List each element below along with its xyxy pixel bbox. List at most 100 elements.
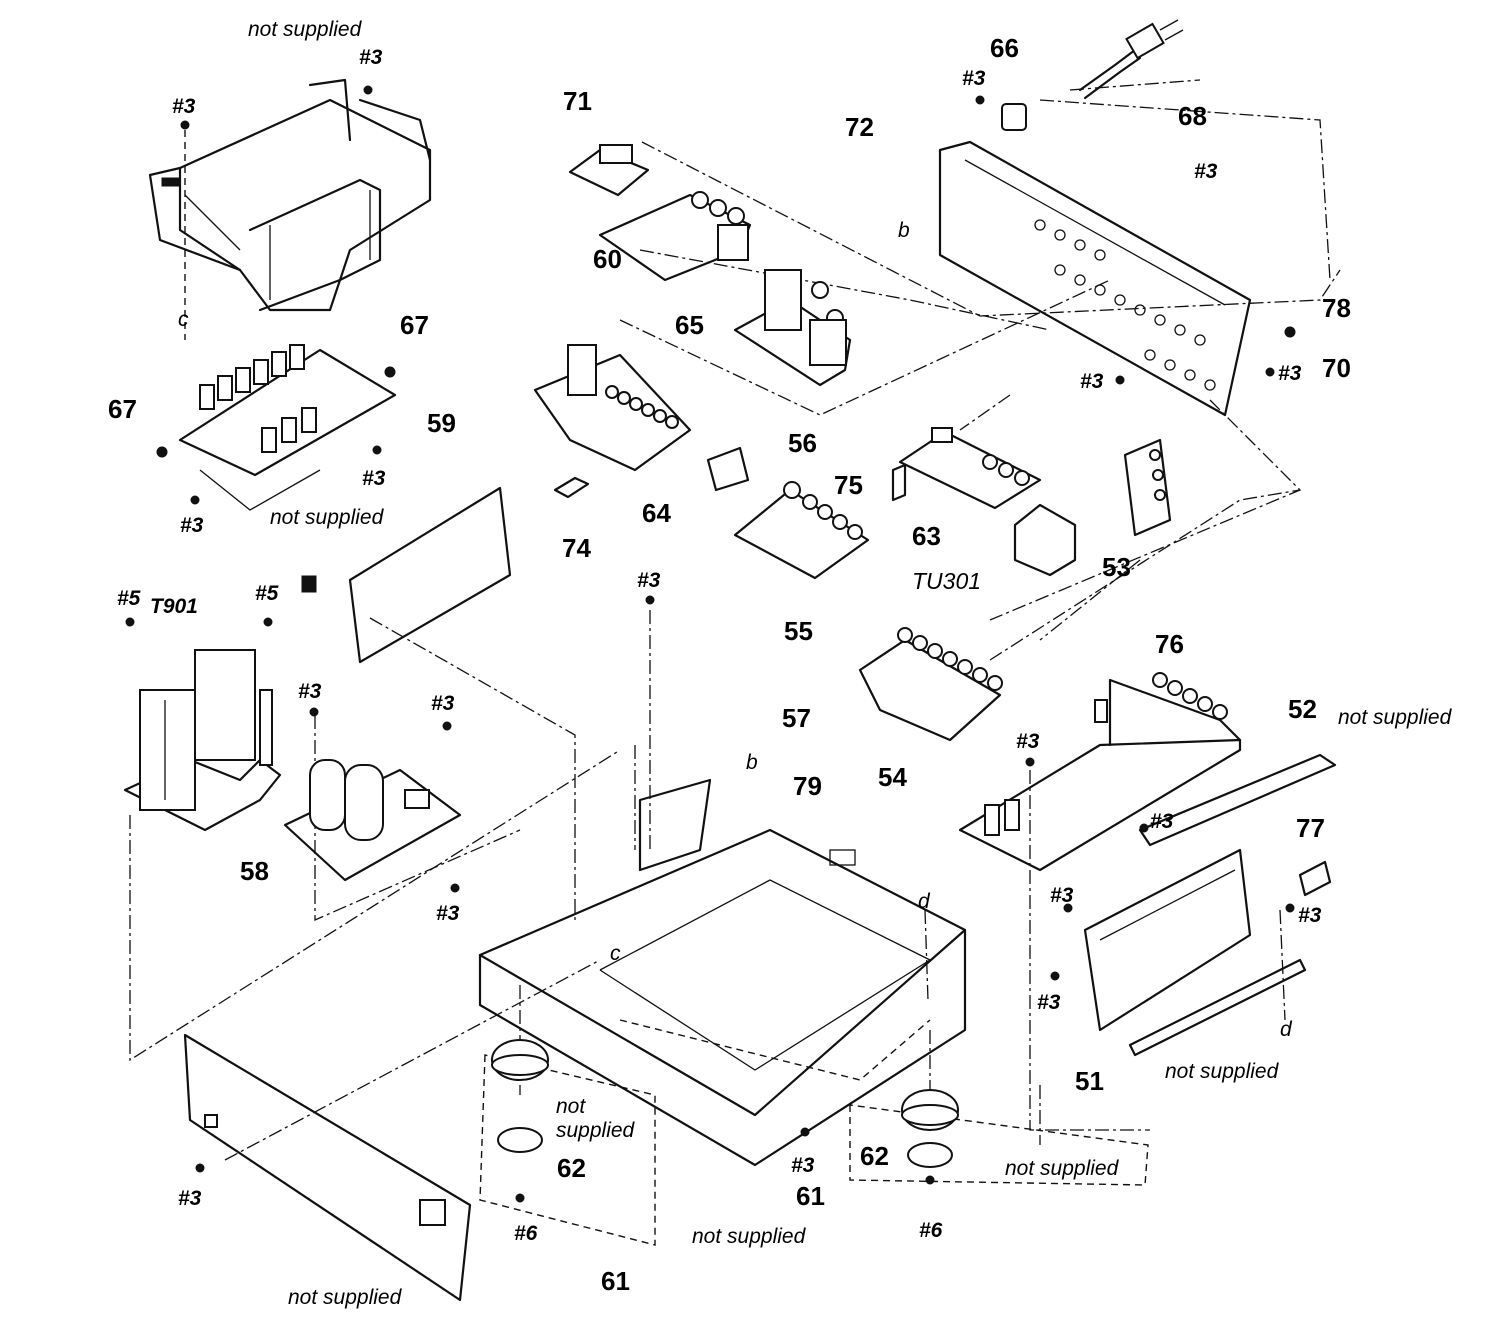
board-65: [733, 269, 852, 387]
part-label-57: 57: [782, 703, 811, 733]
note-not-supplied: not supplied: [288, 1286, 403, 1309]
screw-label-3: #3: [1150, 810, 1174, 833]
component-label-t901: T901: [150, 595, 198, 618]
part-label-58: 58: [240, 856, 269, 886]
leader-lines: [129, 79, 1341, 1161]
tuner-tu301: [1013, 503, 1077, 577]
note-not-supplied: not supplied: [692, 1225, 807, 1248]
text-labels: not supplied not supplied not supplied n…: [108, 18, 1453, 1309]
connector-75: [891, 463, 907, 502]
part-label-79: 79: [793, 771, 822, 801]
ref-mark-d: d: [1280, 1018, 1293, 1041]
part-label-67: 67: [108, 394, 137, 424]
ref-mark-d: d: [918, 890, 931, 913]
screw-label-3: #3: [172, 95, 196, 118]
board-64: [533, 344, 692, 472]
connector-74: [553, 476, 590, 499]
screw-label-3: #3: [436, 902, 460, 925]
heat-sink-assembly: [148, 78, 432, 340]
transformer-t901: [123, 649, 282, 832]
screw-label-6: #6: [514, 1222, 538, 1245]
note-not-supplied: not supplied: [1005, 1157, 1120, 1180]
screw-label-3: #3: [1278, 362, 1302, 385]
rail-not-supplied: [1138, 753, 1337, 847]
board-59: [178, 344, 397, 511]
part-label-64: 64: [642, 498, 671, 528]
screw-label-3: #3: [178, 1187, 202, 1210]
screw-label-3: #3: [1080, 370, 1104, 393]
screw-label-3: #3: [1037, 991, 1061, 1014]
board-55: [733, 481, 870, 580]
note-not-supplied-split: supplied: [556, 1119, 636, 1142]
note-not-supplied: not supplied: [270, 506, 385, 529]
screw-label-3: #3: [1298, 904, 1322, 927]
foot-assembly-right: [849, 1089, 1149, 1186]
cord-bushing-66: [1001, 103, 1027, 131]
part-label-70: 70: [1322, 353, 1351, 383]
screws: [125, 85, 1296, 1203]
note-not-supplied: not supplied: [1338, 706, 1453, 729]
screw-label-3: #3: [962, 67, 986, 90]
part-label-52: 52: [1288, 694, 1317, 724]
front-panel-not-supplied: [183, 1033, 472, 1302]
part-label-54: 54: [878, 762, 907, 792]
board-53: [1123, 438, 1172, 537]
note-not-supplied: not supplied: [248, 18, 363, 41]
part-label-61: 61: [796, 1181, 825, 1211]
screw-label-5: #5: [255, 582, 279, 605]
board-71: [568, 144, 650, 197]
part-label-61: 61: [601, 1266, 630, 1296]
part-label-75: 75: [834, 470, 863, 500]
note-not-supplied-split: not: [556, 1095, 586, 1118]
part-label-68: 68: [1178, 101, 1207, 131]
panel-not-supplied-upper: [301, 486, 512, 664]
ref-mark-c: c: [610, 942, 621, 965]
part-label-74: 74: [562, 533, 591, 563]
part-label-71: 71: [563, 86, 592, 116]
label-77: [1298, 860, 1332, 897]
board-54: [858, 627, 1003, 742]
screw-label-5: #5: [117, 587, 141, 610]
foot-assembly-left: [479, 1039, 656, 1246]
part-label-55: 55: [784, 616, 813, 646]
part-label-76: 76: [1155, 629, 1184, 659]
ref-mark-b: b: [898, 219, 910, 242]
screw-label-3: #3: [1050, 884, 1074, 907]
ref-mark-c: c: [178, 308, 189, 331]
board-60: [598, 191, 752, 282]
component-label-tu301: TU301: [912, 568, 981, 594]
board-52: [958, 672, 1242, 872]
screw-label-3: #3: [1016, 730, 1040, 753]
rear-panel-72: [938, 140, 1252, 417]
part-label-77: 77: [1296, 813, 1325, 843]
rear-panel-jacks: [1034, 219, 1216, 391]
screw-label-6: #6: [919, 1219, 943, 1242]
screw-label-3: #3: [298, 680, 322, 703]
part-label-60: 60: [593, 244, 622, 274]
screw-label-3: #3: [359, 46, 383, 69]
board-56: [706, 446, 750, 492]
ref-mark-b: b: [746, 751, 758, 774]
screw-label-3: #3: [791, 1154, 815, 1177]
screw-label-3: #3: [431, 692, 455, 715]
chassis-not-supplied: [478, 778, 967, 1167]
screw-label-3: #3: [637, 569, 661, 592]
part-label-78: 78: [1322, 293, 1351, 323]
screw-label-3: #3: [1194, 160, 1218, 183]
part-label-72: 72: [845, 112, 874, 142]
board-63: [898, 427, 1042, 510]
power-cord-68: [1078, 19, 1184, 100]
part-label-66: 66: [990, 33, 1019, 63]
screw-label-3: #3: [362, 467, 386, 490]
part-label-62: 62: [557, 1153, 586, 1183]
part-label-56: 56: [788, 428, 817, 458]
part-label-65: 65: [675, 310, 704, 340]
board-51: [1083, 848, 1252, 1032]
note-not-supplied: not supplied: [1165, 1060, 1280, 1083]
part-label-53: 53: [1102, 552, 1131, 582]
part-label-59: 59: [427, 408, 456, 438]
part-label-51: 51: [1075, 1066, 1104, 1096]
part-label-62: 62: [860, 1141, 889, 1171]
bracket-not-supplied-right: [1128, 958, 1307, 1057]
